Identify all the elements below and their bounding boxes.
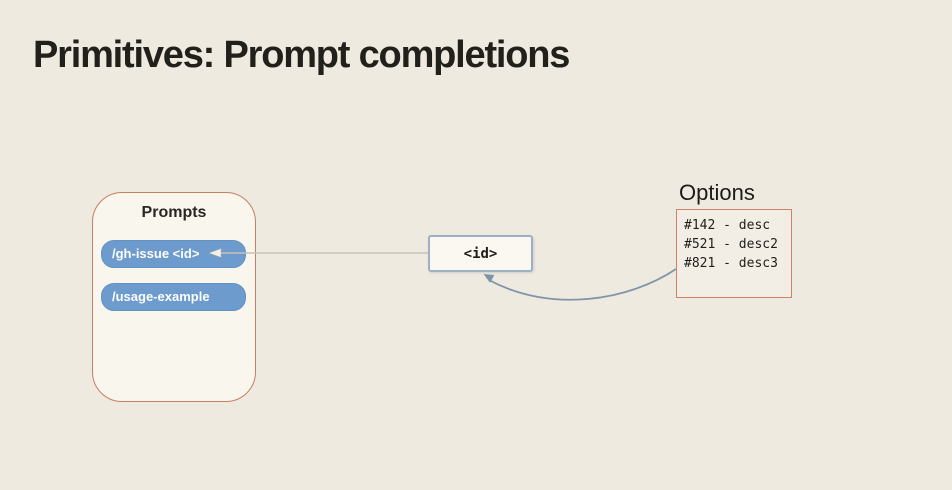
option-item: #521 - desc2	[684, 237, 778, 252]
prompt-command-gh-issue: /gh-issue <id>	[101, 240, 246, 268]
id-placeholder-box: <id>	[428, 235, 533, 272]
prompts-container: Prompts /gh-issue <id> /usage-example	[92, 192, 256, 402]
prompts-container-label: Prompts	[141, 204, 207, 221]
option-item: #821 - desc3	[684, 256, 778, 271]
prompt-command-usage-example: /usage-example	[101, 283, 246, 311]
option-item: #142 - desc	[684, 218, 771, 233]
options-to-id-arrow	[483, 268, 677, 301]
page-title: Primitives: Prompt completions	[33, 34, 570, 76]
options-label: Options	[679, 180, 755, 205]
options-list-box: #142 - desc #521 - desc2 #821 - desc3	[676, 209, 792, 298]
